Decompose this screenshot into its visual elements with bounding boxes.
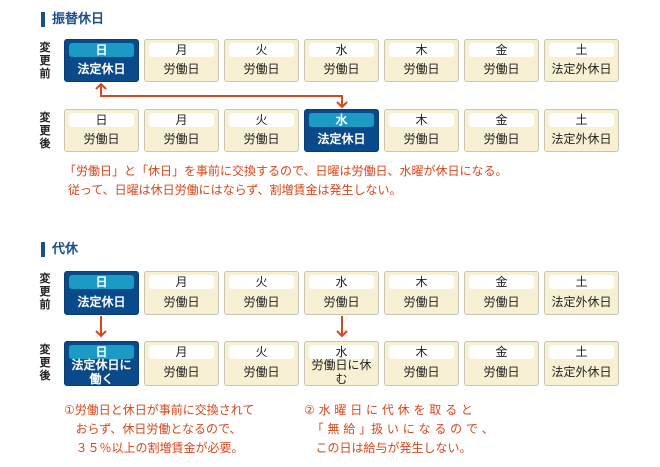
down-arrow-sunday xyxy=(95,316,107,338)
day-card: 月労働日 xyxy=(144,341,219,386)
day-card: 木労働日 xyxy=(384,271,459,315)
day-type-label: 法定外休日 xyxy=(551,132,612,146)
day-card: 月労働日 xyxy=(144,39,219,82)
row-label-after: 変更後 xyxy=(39,111,51,150)
day-card: 木労働日 xyxy=(384,109,459,152)
day-card: 土法定外休日 xyxy=(544,109,619,152)
day-card: 土法定外休日 xyxy=(544,39,619,82)
day-type-label: 労働日 xyxy=(163,132,200,146)
day-of-week: 月 xyxy=(149,113,214,127)
day-of-week: 金 xyxy=(469,275,534,289)
day-of-week: 水 xyxy=(309,345,374,359)
section2-note-2: ② 水 曜 日 に 代 休 を 取 る と 「 無 給 」扱 い に な る の… xyxy=(304,403,494,455)
day-of-week: 木 xyxy=(389,113,454,127)
day-type-label: 労働日に休む xyxy=(311,358,372,386)
day-of-week: 土 xyxy=(549,43,614,57)
day-card: 日労働日 xyxy=(64,109,139,152)
day-of-week: 火 xyxy=(229,113,294,127)
day-type-label: 労働日 xyxy=(403,365,440,379)
day-card: 土法定外休日 xyxy=(544,271,619,315)
day-of-week: 日 xyxy=(69,113,134,127)
day-card: 金労働日 xyxy=(464,341,539,386)
day-of-week: 金 xyxy=(469,43,534,57)
day-type-label: 労働日 xyxy=(163,62,200,76)
day-card: 木労働日 xyxy=(384,341,459,386)
day-card: 火労働日 xyxy=(224,271,299,315)
day-card: 火労働日 xyxy=(224,39,299,82)
day-type-label: 労働日 xyxy=(483,365,520,379)
row-label-after: 変更後 xyxy=(39,343,51,382)
day-type-label: 法定休日 xyxy=(77,62,126,76)
day-type-label: 労働日 xyxy=(323,294,360,309)
day-card: 月労働日 xyxy=(144,271,219,315)
day-card: 水労働日 xyxy=(304,271,379,315)
day-card: 火労働日 xyxy=(224,109,299,152)
day-of-week: 月 xyxy=(149,43,214,57)
day-of-week: 水 xyxy=(309,113,374,127)
day-of-week: 木 xyxy=(389,43,454,57)
row-label-before: 変更前 xyxy=(39,41,51,80)
day-type-label: 労働日 xyxy=(403,294,440,309)
day-of-week: 水 xyxy=(309,43,374,57)
day-type-label: 労働日 xyxy=(323,62,360,76)
day-type-label: 労働日 xyxy=(243,294,280,309)
day-of-week: 日 xyxy=(69,43,134,57)
section-title-daikyu: 代休 xyxy=(41,242,78,257)
day-of-week: 火 xyxy=(229,43,294,57)
day-card: 水労働日 xyxy=(304,39,379,82)
day-type-label: 労働日 xyxy=(243,62,280,76)
day-of-week: 火 xyxy=(229,275,294,289)
row-label-before: 変更前 xyxy=(39,272,51,311)
day-type-label: 法定休日に働く xyxy=(71,358,132,386)
day-type-label: 労働日 xyxy=(83,132,120,146)
day-card: 水労働日に休む xyxy=(304,341,379,386)
day-of-week: 土 xyxy=(549,275,614,289)
day-of-week: 月 xyxy=(149,275,214,289)
day-type-label: 労働日 xyxy=(483,132,520,146)
day-card: 土法定外休日 xyxy=(544,341,619,386)
section-title-furikae: 振替休日 xyxy=(41,12,104,27)
day-card: 日法定休日 xyxy=(64,39,139,82)
day-of-week: 土 xyxy=(549,345,614,359)
day-of-week: 木 xyxy=(389,275,454,289)
day-card: 日法定休日に働く xyxy=(64,341,139,386)
day-type-label: 労働日 xyxy=(403,62,440,76)
day-type-label: 法定休日 xyxy=(77,294,126,309)
day-card: 日法定休日 xyxy=(64,271,139,315)
day-card: 木労働日 xyxy=(384,39,459,82)
day-type-label: 労働日 xyxy=(163,294,200,309)
section2-note-1: ①労働日と休日が事前に交換されて おらず、休日労働となるので、 ３５％以上の割増… xyxy=(64,403,255,455)
day-of-week: 火 xyxy=(229,345,294,359)
day-of-week: 金 xyxy=(469,113,534,127)
day-of-week: 木 xyxy=(389,345,454,359)
day-type-label: 労働日 xyxy=(483,294,520,309)
day-of-week: 土 xyxy=(549,113,614,127)
day-card: 金労働日 xyxy=(464,39,539,82)
day-of-week: 水 xyxy=(309,275,374,289)
day-type-label: 労働日 xyxy=(403,132,440,146)
day-type-label: 労働日 xyxy=(243,365,280,379)
day-type-label: 法定休日 xyxy=(317,132,366,146)
day-card: 水法定休日 xyxy=(304,109,379,152)
day-type-label: 法定外休日 xyxy=(551,294,612,309)
day-type-label: 労働日 xyxy=(163,365,200,379)
day-type-label: 労働日 xyxy=(483,62,520,76)
day-type-label: 法定外休日 xyxy=(551,62,612,76)
day-card: 火労働日 xyxy=(224,341,299,386)
day-card: 金労働日 xyxy=(464,271,539,315)
day-type-label: 労働日 xyxy=(243,132,280,146)
day-of-week: 月 xyxy=(149,345,214,359)
day-of-week: 金 xyxy=(469,345,534,359)
down-arrow-wednesday xyxy=(336,316,348,338)
swap-arrow xyxy=(95,82,348,109)
day-of-week: 日 xyxy=(69,275,134,289)
day-type-label: 法定外休日 xyxy=(551,365,612,379)
day-card: 月労働日 xyxy=(144,109,219,152)
day-card: 金労働日 xyxy=(464,109,539,152)
section1-note: 「労働日」と「休日」を事前に交換するので、日曜は労働日、水曜が休日になる。 従っ… xyxy=(64,164,508,197)
day-of-week: 日 xyxy=(69,345,134,359)
